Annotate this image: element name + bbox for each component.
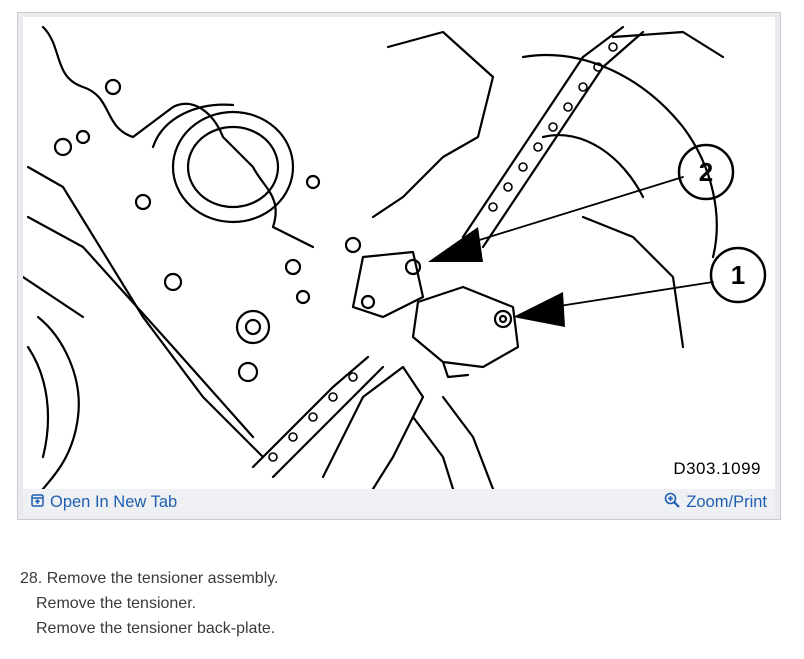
zoom-print-link[interactable]: Zoom/Print <box>656 492 775 513</box>
step-main: 28. Remove the tensioner assembly. <box>20 570 279 587</box>
zoom-print-label: Zoom/Print <box>686 493 767 511</box>
callout-1: 1 <box>731 260 745 290</box>
open-new-tab-icon <box>31 493 44 512</box>
tensioner-diagram: 2 1 D303.1099 <box>23 17 775 489</box>
callout-2: 2 <box>699 157 713 187</box>
open-in-new-tab-label: Open In New Tab <box>50 493 178 511</box>
open-in-new-tab-link[interactable]: Open In New Tab <box>23 493 185 512</box>
figure-toolbar: Open In New Tab Zoom/Print <box>23 489 775 516</box>
procedure-steps: 28. Remove the tensioner assembly. Remov… <box>20 566 780 641</box>
step-sub-2: Remove the tensioner back-plate. <box>36 620 276 637</box>
figure-code: D303.1099 <box>673 459 761 478</box>
zoom-in-icon <box>664 492 681 513</box>
figure-frame: 2 1 D303.1099 Open In New Tab <box>17 12 781 520</box>
step-sub-1: Remove the tensioner. <box>36 595 197 612</box>
